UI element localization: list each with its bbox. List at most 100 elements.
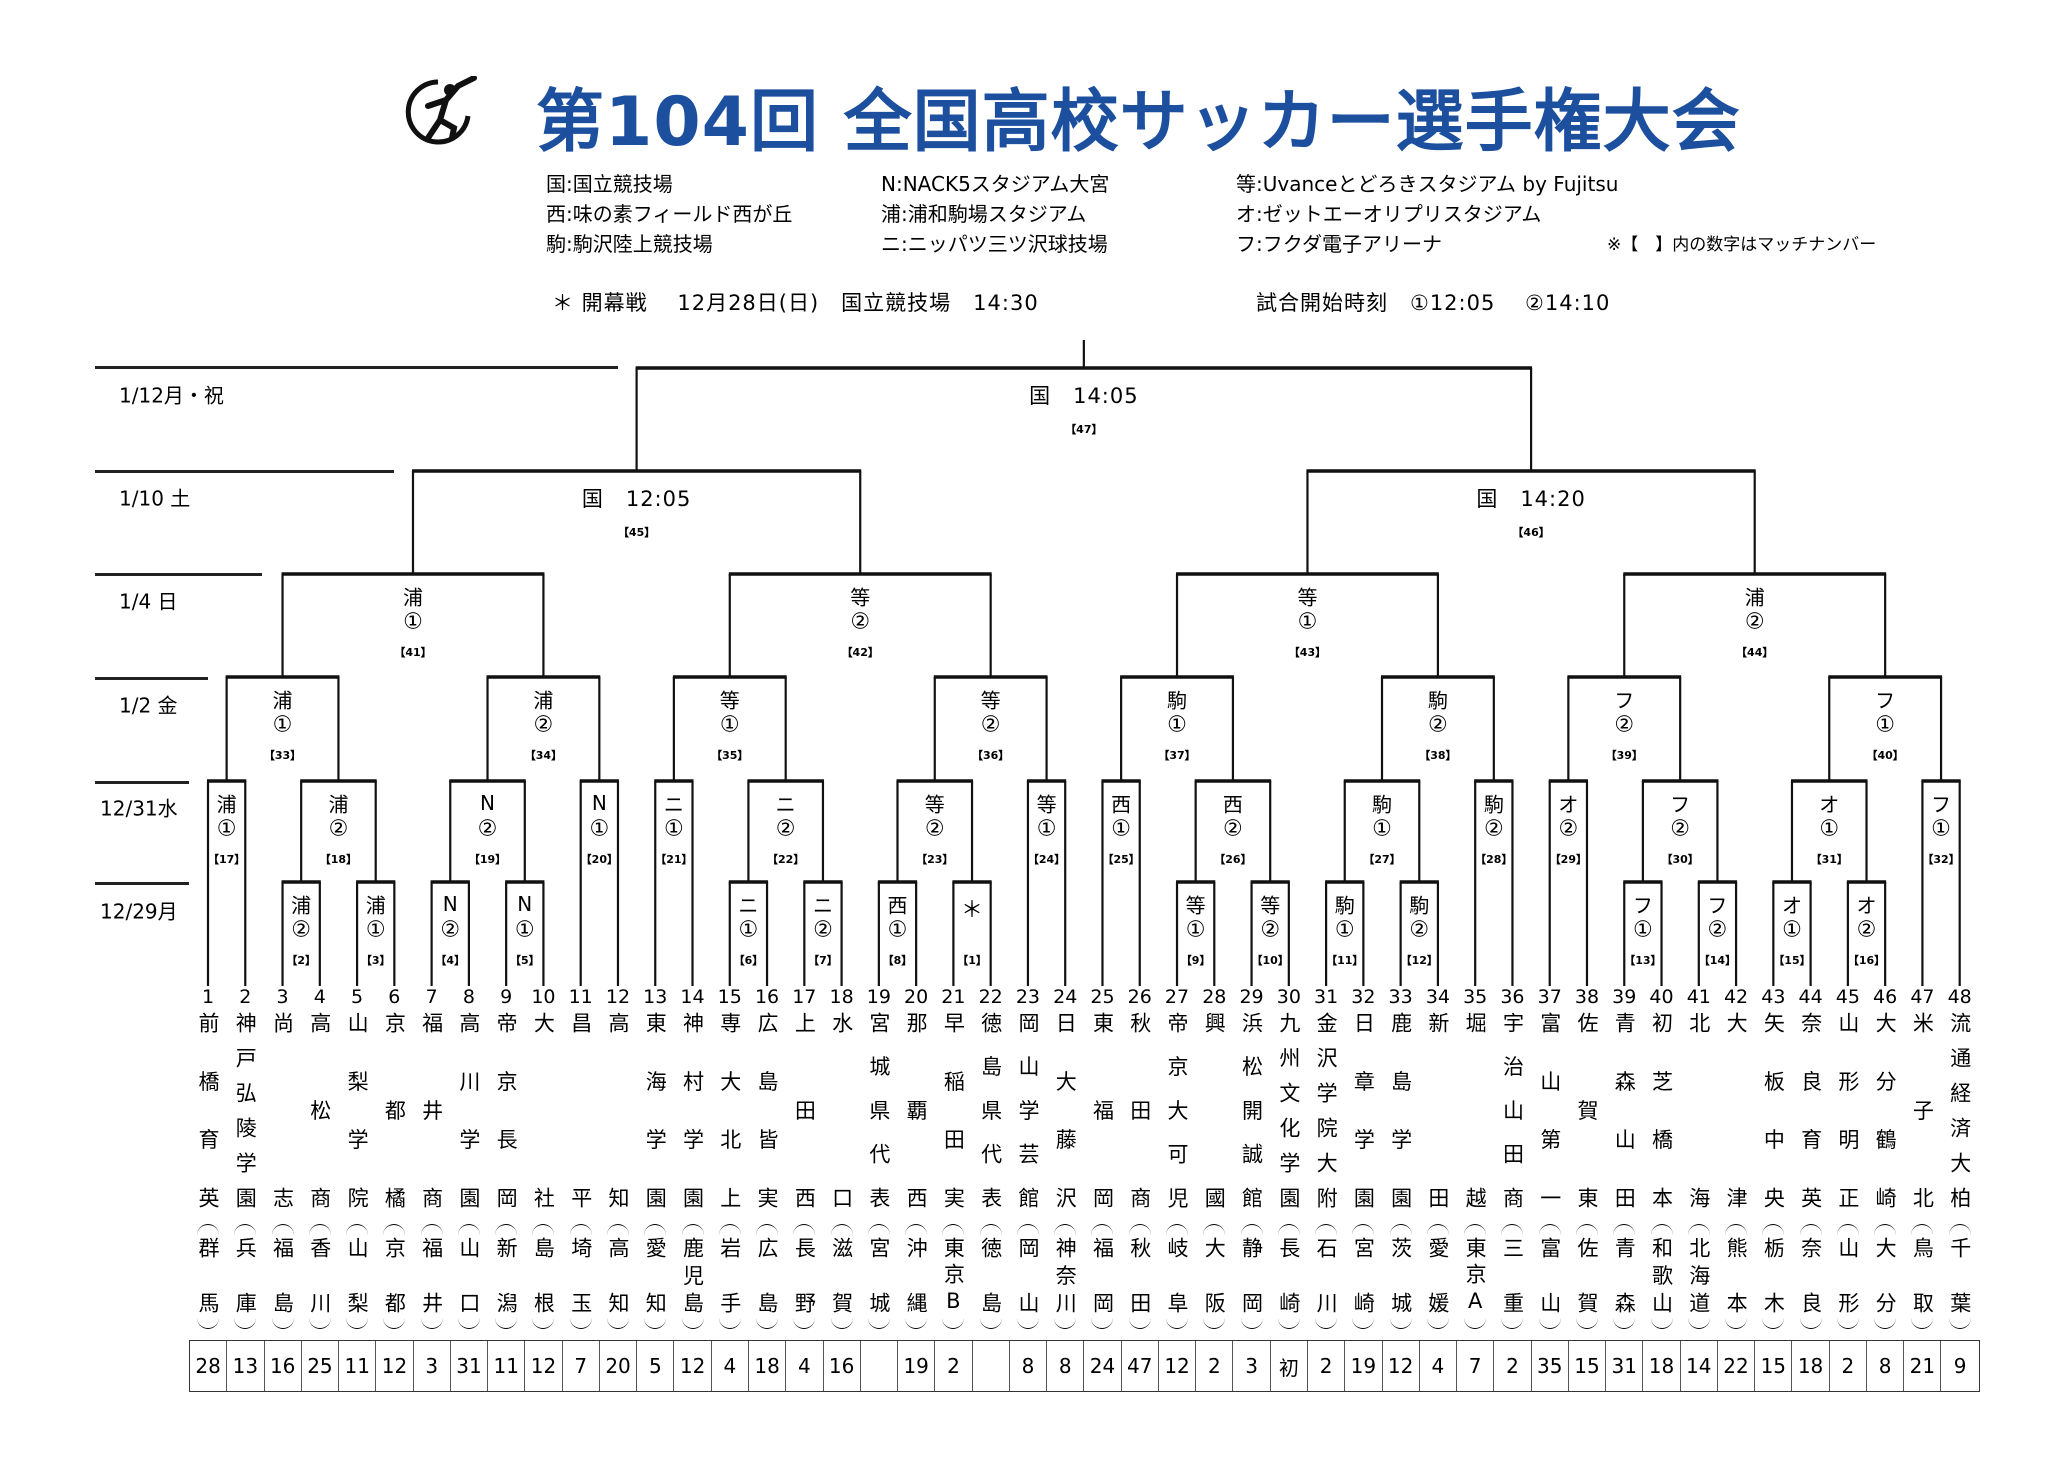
match-time-slot: ＊ [961,898,984,923]
match-time-slot: ② [533,712,554,738]
open-paren [718,1224,741,1235]
close-paren [1538,1318,1561,1329]
match-venue: ニ [663,792,684,817]
team-prefecture: 香川 [307,1237,332,1313]
team-prefecture: 鹿児島 [680,1237,705,1313]
open-paren [681,1224,704,1235]
match-number: 【30】 [1661,853,1699,866]
match-time: 14:05 [1073,384,1139,408]
open-paren [1128,1224,1151,1235]
close-paren [383,1318,406,1329]
appearance-count: 2 [1494,1341,1532,1391]
team-prefecture: 長崎 [1276,1237,1301,1313]
open-paren [1538,1224,1561,1235]
team-number: 37 [1537,986,1562,1008]
team-name: 帝京大可児 [1165,1012,1190,1208]
round-divider [95,882,189,885]
match-time-slot: ② [328,816,349,842]
team-prefecture: 宮崎 [1351,1237,1376,1313]
match-time-slot: ① [1782,917,1802,943]
match-time-slot: ① [514,917,535,943]
match-time-slot: ② [813,917,833,943]
team-number: 45 [1835,986,1860,1008]
close-paren [830,1318,853,1329]
match-venue: N [480,791,495,815]
team-name: 宇治山田商 [1500,1012,1525,1208]
match-time-slot: ① [1875,712,1896,738]
open-paren [1166,1224,1189,1235]
open-paren [1352,1224,1375,1235]
team-prefecture: 広島 [755,1237,780,1313]
team-prefecture: 三重 [1500,1237,1525,1313]
soccer-player-logo-icon [405,76,477,145]
team-name: 帝京長岡 [494,1012,519,1208]
match-venue: 浦 [533,688,554,713]
open-paren [1091,1224,1114,1235]
team-number: 41 [1686,986,1711,1008]
match-time-slot: ① [1297,609,1318,635]
open-paren [1836,1224,1859,1235]
match-venue-time: 国 12:05 [582,483,692,513]
close-paren [1277,1318,1300,1329]
round-date-label: 1/12月・祝 [119,383,224,408]
close-paren [1501,1318,1524,1329]
team-name: 早稲田実 [941,1012,966,1208]
team-name: 京都橘 [382,1012,407,1208]
match-time-slot: ② [775,816,796,842]
match-number: 【9】 [1180,954,1211,967]
appearance-count: 3 [414,1341,451,1391]
kickoff-times: 試合開始時刻 ①12:05 ②14:10 [1256,291,1611,315]
team-prefecture: 山口 [456,1237,481,1313]
match-number: 【2】 [286,954,316,967]
match-time-slot: ② [1428,712,1448,738]
match-venue: オ [1558,792,1579,817]
match-venue: ニ [738,893,759,918]
team-prefecture: 福井 [419,1237,444,1313]
team-number: 2 [239,986,252,1008]
appearance-count: 24 [1084,1341,1122,1391]
appearance-count [861,1341,899,1391]
match-number: 【15】 [1773,954,1811,967]
match-number: 【3】 [360,954,391,967]
match-venue: 国 [581,487,604,511]
team-prefecture: 大阪 [1202,1237,1227,1313]
open-paren [1315,1224,1338,1235]
team-number: 1 [201,986,215,1008]
close-paren [1128,1318,1151,1329]
match-number: 【20】 [580,853,618,866]
team-name: 大津 [1724,1012,1749,1208]
team-number: 29 [1239,986,1264,1008]
appearance-count: 18 [1792,1341,1830,1391]
appearance-count: 4 [712,1341,749,1391]
match-venue: 駒 [1372,792,1392,817]
match-time-slot: ① [1185,917,1206,943]
team-number: 18 [829,986,854,1008]
team-prefecture: 大分 [1873,1237,1898,1313]
team-number: 26 [1127,986,1152,1008]
match-number: 【47】 [1065,423,1103,436]
match-time-slot: ② [1483,816,1504,842]
team-prefecture: 千葉 [1947,1237,1972,1313]
close-paren [1054,1318,1077,1329]
match-number-note: ※【 】内の数字はマッチナンバー [1607,235,1877,255]
team-name: 広島皆実 [755,1012,780,1208]
opening-match-info: ＊ 開幕戦 12月28日(日) 国立競技場 14:30 [552,291,1039,315]
team-prefecture: 岩手 [717,1237,742,1313]
appearance-count: 12 [376,1341,414,1391]
team-name: 奈良育英 [1798,1012,1823,1208]
team-number: 6 [388,986,401,1008]
open-paren [1799,1224,1822,1235]
match-number: 【27】 [1363,853,1401,866]
close-paren [718,1318,741,1329]
match-number: 【24】 [1027,853,1066,866]
match-venue: 駒 [1427,688,1448,713]
team-number: 47 [1910,986,1935,1008]
appearance-count: 31 [1606,1341,1644,1391]
team-prefecture: 神奈川 [1053,1237,1078,1313]
team-number: 21 [941,986,966,1008]
open-paren [1501,1224,1524,1235]
team-prefecture: 長野 [792,1237,817,1313]
team-name: 日大藤沢 [1053,1012,1078,1208]
team-prefecture: 徳島 [978,1237,1003,1313]
